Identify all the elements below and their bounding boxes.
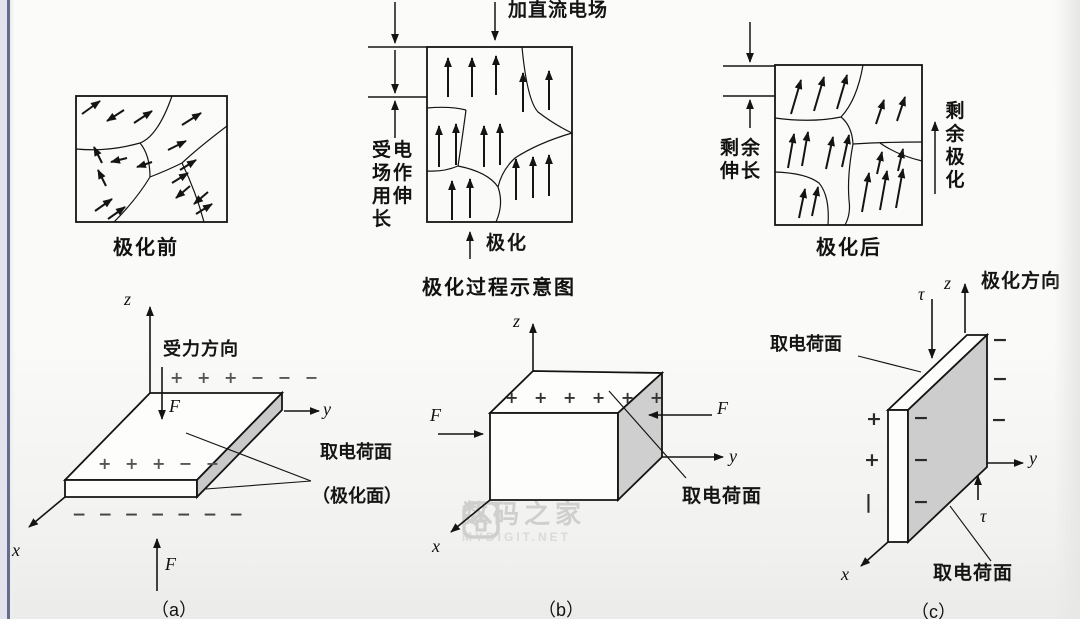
axis-y-label-b: y [729,446,737,466]
field-elongation-label: 受电场作用伸长 [372,140,415,230]
charges-top-row-a: + + + − − − [170,368,323,387]
charges-bottom-row-a: − − − − − − − [72,505,247,525]
axis-x-label-b: x [432,536,440,556]
page-left-edge-line [7,0,10,619]
electrode-face-label-a: 取电荷面 [320,442,392,462]
dc-field-label: 加直流电场 [508,0,609,21]
charges-top-row-b: + + + + + + [505,388,669,407]
residual-polarization-label: 剩余极化 [945,101,965,191]
polarization-label: 极化 [486,233,529,254]
charge-left-1: + [866,408,882,430]
axis-z-label-b: z [513,311,521,331]
watermark: 数码之家 MYDIGIT.NET [462,501,586,544]
charge-right-2: − [992,368,1008,390]
polarization-face-label-a: （极化面） [312,486,402,506]
tau-bottom-label: τ [980,506,987,526]
cube-b [438,323,724,533]
electrode-face-label-c-top: 取电荷面 [770,334,842,354]
mydigit-house-icon [462,501,500,539]
electrode-face-label-c-bottom: 取电荷面 [933,563,1014,584]
charge-face-3: − [913,491,929,513]
force-left-label-b: F [430,405,441,425]
residual-elongation-label: 剩余伸长 [720,138,763,182]
plate-c [857,283,1024,567]
page-left-soft-shadow [10,0,15,619]
plate-a [28,306,320,591]
axis-y-label-a: y [323,399,331,419]
force-bottom-label-a: F [165,554,176,574]
axis-x-label-c: x [841,564,849,584]
charge-face-1: − [913,407,929,429]
force-direction-label: 受力方向 [163,339,239,359]
charge-left-2: + [864,449,880,471]
axis-z-label-a: z [124,289,132,309]
charge-right-1: − [992,329,1008,351]
process-caption: 极化过程示意图 [422,277,576,299]
domain-box-process [368,2,573,259]
caption-b: （b） [538,600,585,619]
axis-y-label-c: y [1029,448,1037,468]
watermark-site: MYDIGIT.NET [462,530,572,544]
axis-z-label-c: z [944,273,952,293]
caption-a: （a） [151,600,198,619]
page-left-strip [0,0,7,619]
charge-right-3: − [991,409,1007,431]
domain-box-after [723,22,939,226]
before-caption: 极化前 [113,237,179,259]
axis-x-label-a: x [12,540,20,560]
charge-left-3: | [865,491,872,513]
page-right-shade [1054,0,1080,619]
force-right-label-b: F [717,398,728,418]
after-caption: 极化后 [816,237,882,259]
tau-top-label: τ [918,284,925,304]
caption-c: （c） [911,602,956,619]
polarization-direction-label: 极化方向 [981,271,1062,292]
force-top-label-a: F [169,396,180,416]
charge-face-2: − [913,449,929,471]
domain-box-before [75,95,228,223]
electrode-face-label-b: 取电荷面 [682,486,763,507]
charges-face-row-a: + + + − − [98,454,224,473]
